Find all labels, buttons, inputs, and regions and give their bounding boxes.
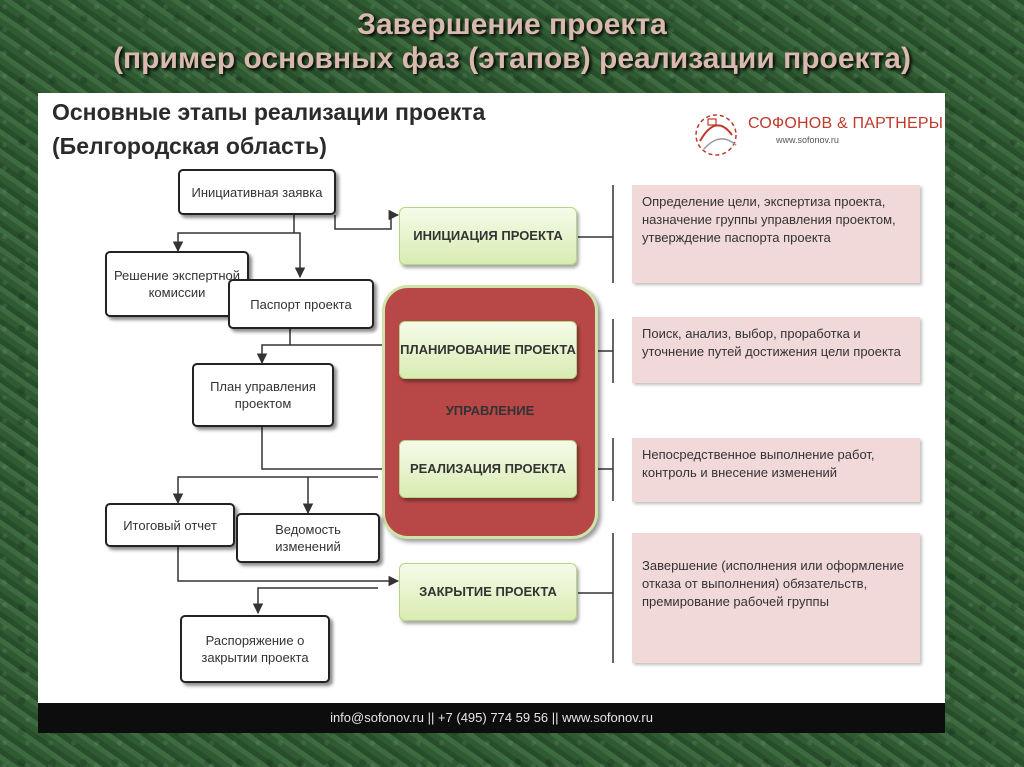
diagram-panel: Основные этапы реализации проекта (Белго… [38,93,945,733]
phase-planning: ПЛАНИРОВАНИЕ ПРОЕКТА [399,321,577,379]
phase-implementation: РЕАЛИЗАЦИЯ ПРОЕКТА [399,440,577,498]
logo-mark-icon [695,114,737,156]
phase-closing: ЗАКРЫТИЕ ПРОЕКТА [399,563,577,621]
doc-project-passport: Паспорт проекта [228,279,374,329]
logo-name: СОФОНОВ & ПАРТНЕРЫ [748,115,944,132]
desc-initiation: Определение цели, экспертиза проекта, на… [632,185,920,283]
panel-title-line2: (Белгородская область) [52,133,327,159]
doc-final-report: Итоговый отчет [105,503,235,547]
doc-closure-order: Распоряжение о закрытии проекта [180,615,330,683]
logo-site: www.sofonov.ru [776,135,839,145]
desc-closing: Завершение (исполнения или оформление от… [632,533,920,663]
footer-contacts: info@sofonov.ru || +7 (495) 774 59 56 ||… [38,703,945,733]
panel-title: Основные этапы реализации проекта (Белго… [52,95,485,163]
doc-initiative-request: Инициативная заявка [178,169,336,215]
desc-implementation: Непосредственное выполнение работ, контр… [632,438,920,502]
doc-change-log: Ведомость изменений [236,513,380,563]
desc-planning: Поиск, анализ, выбор, проработка и уточн… [632,317,920,383]
sofonov-logo: СОФОНОВ & ПАРТНЕРЫ www.sofonov.ru [686,105,946,165]
slide-title: Завершение проекта (пример основных фаз … [0,8,1024,76]
slide-title-line1: Завершение проекта [357,8,667,41]
doc-management-plan: План управления проектом [192,363,334,427]
management-label: УПРАВЛЕНИЕ [445,403,535,418]
doc-expert-decision: Решение экспертной комиссии [105,251,249,317]
slide-title-line2: (пример основных фаз (этапов) реализации… [113,42,911,75]
phase-initiation: ИНИЦИАЦИЯ ПРОЕКТА [399,207,577,265]
panel-title-line1: Основные этапы реализации проекта [52,99,486,125]
